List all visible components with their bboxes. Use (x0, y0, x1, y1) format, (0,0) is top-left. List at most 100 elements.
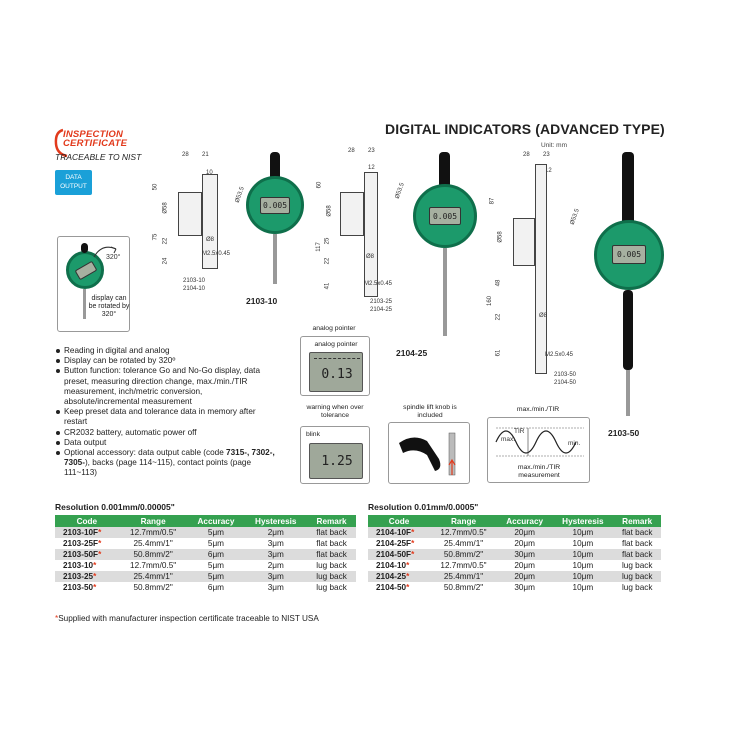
col-code: Code (368, 515, 431, 527)
rotate-angle: 320° (106, 254, 121, 261)
dim-22: 22 (162, 237, 169, 245)
small-gauge-stem (83, 289, 86, 319)
stem-outline (364, 172, 378, 297)
dim-41: 41 (324, 282, 331, 290)
dim-8: Ø8 (366, 254, 375, 260)
gauge-face: 0.005 (594, 220, 664, 290)
table2-resolution: Resolution 0.01mm/0.0005" (368, 502, 479, 512)
col-accuracy: Accuracy (496, 515, 553, 527)
accessory-pre: Optional accessory: data output cable (c… (64, 448, 227, 458)
dim-87: 87 (489, 197, 496, 205)
col-hysteresis: Hysteresis (244, 515, 308, 527)
dim-75: 75 (152, 233, 159, 241)
small-gauge-face (66, 251, 104, 289)
footnote-star: * (55, 614, 59, 623)
gauge-top-stem (439, 152, 450, 188)
gauge-2104-25: 0.005 (412, 152, 480, 340)
blink-reading: 1.25 (321, 454, 353, 469)
gauge-bottom-stem (626, 370, 630, 416)
dim-25: 25 (324, 237, 331, 245)
feature-item: Button function: tolerance Go and No-Go … (55, 366, 280, 407)
footnote: *Supplied with manufacturer inspection c… (55, 614, 319, 623)
gauge-top-stem (622, 152, 634, 226)
code-1: 2103-10 (183, 278, 206, 284)
analog-lcd: 0.13 (309, 352, 363, 392)
stem-outline (535, 164, 547, 374)
col-code: Code (55, 515, 119, 527)
rotate-panel: 320° display can be rotated by 320° (57, 236, 130, 332)
code-1: 2103-25 (370, 299, 393, 305)
gauge-reading: 0.005 (616, 250, 642, 259)
small-gauge-top (81, 243, 88, 253)
col-accuracy: Accuracy (187, 515, 245, 527)
model-label-2: 2104-25 (396, 348, 428, 358)
dim-28: 28 (182, 152, 189, 158)
logo-text: INSPECTION CERTIFICATE (63, 129, 128, 149)
feature-item: CR2032 battery, automatic power off (55, 428, 280, 438)
gauge-reading: 0.005 (262, 201, 288, 210)
rotate-caption: display can be rotated by 320° (88, 295, 130, 318)
stem-outline (202, 174, 218, 269)
dim-8: Ø8 (539, 313, 548, 319)
dim-28: 28 (348, 148, 355, 154)
drawing-2103-10: 28 21 10 50 Ø58 75 22 24 Ø53.5 Ø8 M2.5x0… (152, 150, 250, 300)
rotate-arrow-icon (93, 246, 117, 258)
feature-item: Keep preset data and tolerance data in m… (55, 407, 280, 427)
warning-lcd: 1.25 (309, 443, 363, 479)
tir-tir-label: TIR (514, 428, 525, 435)
dim-58: Ø58 (497, 231, 504, 243)
drawing-2103-50: 28 23 12 87 Ø58 160 48 22 61 Ø53.5 Ø8 M2… (487, 150, 587, 390)
gauge-bottom-stem (273, 234, 277, 284)
dim-8: Ø8 (206, 237, 215, 243)
code-2: 2104-10 (183, 286, 206, 292)
body-outline (178, 192, 202, 236)
gauge-lcd: 0.005 (260, 197, 290, 214)
dim-21: 21 (202, 152, 209, 158)
warning-panel: blink 1.25 (300, 426, 370, 484)
analog-scale (314, 358, 360, 364)
dim-48: 48 (495, 279, 502, 287)
col-range: Range (430, 515, 497, 527)
dim-58: Ø58 (326, 205, 333, 217)
gauge-face: 0.005 (413, 184, 477, 248)
code-2: 2104-50 (554, 380, 577, 386)
dim-12: 12 (368, 165, 375, 171)
logo-line-1: INSPECTION (63, 129, 124, 140)
dim-23: 23 (368, 148, 375, 154)
traceable-label: TRACEABLE TO NIST (55, 152, 142, 162)
table-header-row: Code Range Accuracy Hysteresis Remark (55, 515, 356, 527)
small-gauge-lcd (74, 260, 98, 281)
logo-line-2: CERTIFICATE (63, 138, 128, 149)
spec-table-2: Code Range Accuracy Hysteresis Remark 21… (368, 515, 661, 593)
dim-22: 22 (495, 313, 502, 321)
gauge-lower-stem (623, 290, 633, 370)
drawing-2104-25: 28 23 12 60 Ø58 117 25 22 41 Ø53.5 Ø8 M2… (315, 148, 410, 318)
spindle-knob-icon (399, 432, 456, 476)
analog-caption: analog pointer (312, 325, 356, 332)
analog-pointer-panel: analog pointer 0.13 (300, 336, 370, 396)
dim-thread: M2.5x0.45 (202, 251, 231, 257)
feature-item: Reading in digital and analog (55, 346, 280, 356)
dim-53-5: Ø53.5 (394, 182, 406, 200)
dim-50: 50 (152, 183, 159, 191)
feature-item: Data output (55, 438, 280, 448)
dim-160: 160 (487, 295, 494, 307)
body-outline (513, 218, 535, 266)
analog-reading: 0.13 (321, 367, 353, 382)
dim-60: 60 (316, 181, 323, 189)
inspection-certificate-logo: INSPECTION CERTIFICATE (53, 128, 143, 158)
feature-list: Reading in digital and analog Display ca… (55, 346, 280, 479)
code-1: 2103-50 (554, 372, 577, 378)
gauge-reading: 0.005 (432, 212, 458, 221)
data-output-line-1: DATA (65, 174, 82, 181)
tir-max-label: max. (501, 436, 516, 443)
dim-117: 117 (315, 242, 322, 252)
